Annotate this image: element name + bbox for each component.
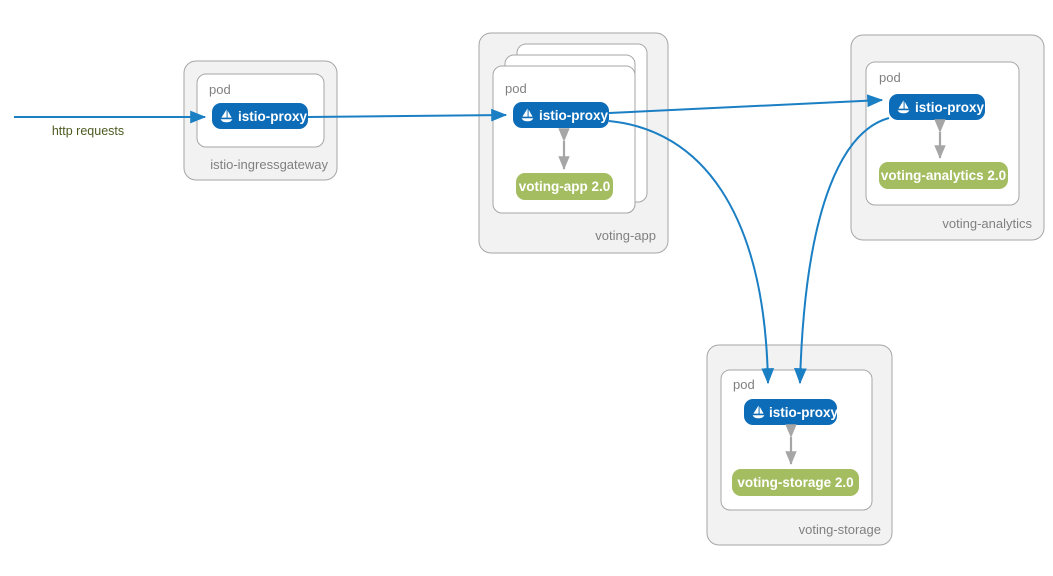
group-label-ingressgateway: istio-ingressgateway xyxy=(210,157,328,172)
pod-label-voting-app: pod xyxy=(505,81,527,96)
group-istio-ingressgateway[interactable]: pod istio-proxy istio-ingressgateway xyxy=(183,60,338,181)
proxy-label-voting-analytics: istio-proxy xyxy=(915,100,985,115)
group-voting-app[interactable]: pod istio-proxy voting-app 2.0 voting-ap… xyxy=(478,32,669,254)
service-label-voting-analytics: voting-analytics 2.0 xyxy=(881,168,1006,183)
group-label-voting-app: voting-app xyxy=(595,228,656,243)
proxy-box-voting-app[interactable]: istio-proxy xyxy=(513,102,609,128)
http-requests-label: http requests xyxy=(52,124,124,138)
proxy-box-voting-analytics[interactable]: istio-proxy xyxy=(889,94,985,120)
service-label-voting-storage: voting-storage 2.0 xyxy=(737,475,853,490)
flow-ingressgateway-to-voting-app xyxy=(307,108,508,122)
flow-voting-analytics-to-voting-storage xyxy=(794,117,890,385)
flow-voting-app-to-voting-storage xyxy=(608,120,775,385)
pod-label-voting-storage: pod xyxy=(733,377,755,392)
proxy-label-voting-app: istio-proxy xyxy=(539,108,609,123)
service-background-voting-app xyxy=(516,173,613,200)
service-box-voting-analytics[interactable]: voting-analytics 2.0 xyxy=(879,162,1008,189)
group-label-voting-storage: voting-storage xyxy=(799,522,881,537)
proxy-label-voting-storage: istio-proxy xyxy=(769,405,839,420)
pod-label-voting-analytics: pod xyxy=(879,70,901,85)
group-voting-storage[interactable]: pod istio-proxy voting-storage 2.0 votin… xyxy=(706,344,893,546)
group-label-voting-analytics: voting-analytics xyxy=(942,216,1032,231)
proxy-background-ingressgateway xyxy=(212,103,308,129)
proxy-background-voting-storage xyxy=(744,399,837,425)
service-label-voting-app: voting-app 2.0 xyxy=(519,179,611,194)
proxy-box-ingressgateway[interactable]: istio-proxy xyxy=(212,103,308,129)
service-background-voting-storage xyxy=(732,469,859,496)
proxy-background-voting-analytics xyxy=(889,94,985,120)
group-voting-analytics[interactable]: pod istio-proxy voting-analytics 2.0 vot… xyxy=(850,34,1045,241)
service-background-voting-analytics xyxy=(879,162,1008,189)
proxy-background-voting-app xyxy=(513,102,609,128)
proxy-label-ingressgateway: istio-proxy xyxy=(238,109,308,124)
flow-voting-app-to-voting-analytics xyxy=(608,94,884,114)
service-box-voting-app[interactable]: voting-app 2.0 xyxy=(516,173,613,200)
proxy-box-voting-storage[interactable]: istio-proxy xyxy=(744,399,839,425)
pod-label-ingressgateway: pod xyxy=(209,82,231,97)
service-box-voting-storage[interactable]: voting-storage 2.0 xyxy=(732,469,859,496)
